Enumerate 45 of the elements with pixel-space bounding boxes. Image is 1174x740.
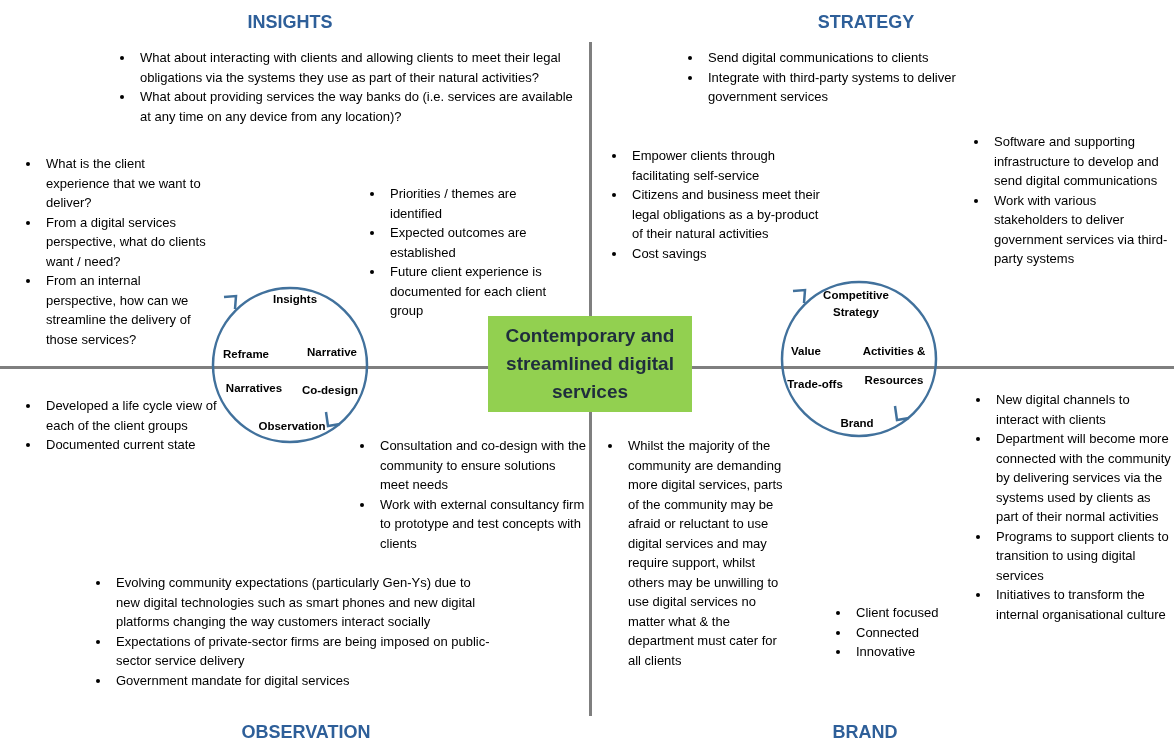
bullet-item: Whilst the majority of the community are demanding more digital services, parts of the community may be afraid or reluctant to use digital services and may require support, whilst others may be unwilling to use digital services no matter what & the department must cater for all clients xyxy=(628,437,784,670)
bullet-item: Integrate with third-party systems to deliver government services xyxy=(708,68,957,106)
bullet-item: Expectations of private-sector firms are being imposed on public-sector service delivery xyxy=(116,632,491,670)
bullet-item: New digital channels to interact with clients xyxy=(996,391,1131,429)
bullet-item: From a digital services perspective, what do clients want / need? xyxy=(46,213,207,271)
cycle-label: Narratives xyxy=(225,380,283,396)
quadrant-heading: OBSERVATION xyxy=(241,720,371,740)
cycle-label: Competitive Strategy xyxy=(822,288,890,320)
bullet-item: Software and supporting infrastructure to develop and send digital communications xyxy=(994,133,1160,190)
cycle-label: Trade-offs xyxy=(787,376,843,392)
quadrant-heading: BRAND xyxy=(832,720,898,740)
bullet-item: From an internal perspective, how can we streamline the delivery of those services? xyxy=(46,272,192,349)
cycle-label: Co-design xyxy=(301,382,359,398)
bullet-item: What is the client experience that we want to deliver? xyxy=(46,155,202,212)
bullet-item: Empower clients through facilitating self-service xyxy=(632,147,777,185)
bullet-item: Initiatives to transform the internal organisational culture xyxy=(996,586,1167,624)
bullet-item: Evolving community expectations (particularly Gen-Ys) due to new digital technologies such as smart phones and new digital platforms changing the way customers interact socially xyxy=(116,574,477,631)
cycle-label: Insights xyxy=(272,291,318,307)
cycle-label: Observation xyxy=(258,418,326,434)
bullet-item: Expected outcomes are established xyxy=(390,224,528,262)
bullet-item: Programs to support clients to transition to using digital services xyxy=(996,527,1170,585)
cycle-label: Activities & Resources xyxy=(861,344,927,388)
bullet-item: What about interacting with clients and allowing clients to meet their legal obligations via the systems they use as part of their natural activities? xyxy=(140,49,562,87)
bullet-item: What about providing services the way banks do (i.e. services are available at any time on any device from any location)? xyxy=(140,88,574,126)
bullet-item: Developed a life cycle view of each of the client groups xyxy=(46,397,218,435)
bullet-item: Innovative xyxy=(856,643,917,661)
bullet-item: Client focused xyxy=(856,604,940,622)
bullet-item: Department will become more connected with the community by delivering services via the systems used by clients as part of their normal activities xyxy=(996,430,1172,526)
bullet-item: Documented current state xyxy=(46,436,197,454)
cycle-label: Narrative xyxy=(307,344,357,360)
quadrant-heading: STRATEGY xyxy=(817,10,915,34)
cycle-label: Value xyxy=(790,343,822,359)
bullet-item: Work with external consultancy firm to prototype and test concepts with clients xyxy=(380,495,586,553)
bullet-item: Citizens and business meet their legal obligations as a by-product of their natural activities xyxy=(632,186,821,243)
bullet-item: Connected xyxy=(856,623,920,642)
quadrant-heading: INSIGHTS xyxy=(247,10,333,34)
cycle-label: Reframe xyxy=(223,346,269,362)
bullet-item: Consultation and co-design with the community to ensure solutions meet needs xyxy=(380,437,587,494)
cycle-label: Brand xyxy=(840,415,874,431)
central-box: Contemporary and streamlined digital services xyxy=(488,316,692,412)
bullet-item: Send digital communications to clients xyxy=(708,49,930,67)
bullet-item: Priorities / themes are identified xyxy=(390,185,518,223)
bullet-item: Government mandate for digital services xyxy=(116,671,351,690)
bullet-item: Work with various stakeholders to deliver government services via third-party systems xyxy=(994,191,1169,268)
bullet-item: Cost savings xyxy=(632,244,708,263)
